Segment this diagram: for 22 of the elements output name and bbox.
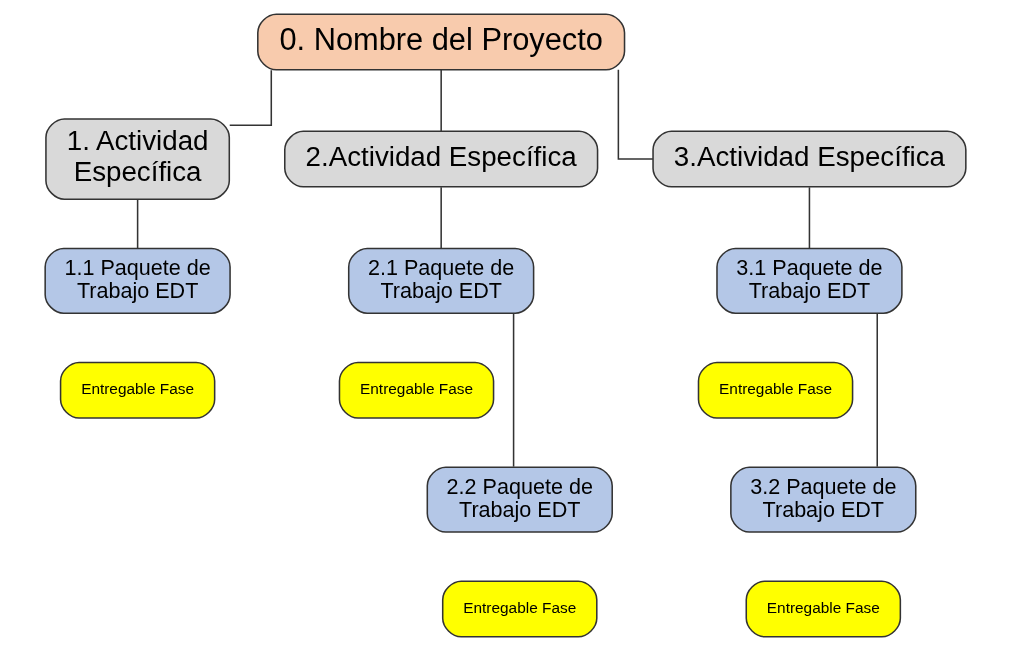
node-box: 2.Actividad Específica [284,130,599,188]
node-box: Entregable Fase [59,361,216,419]
connector [512,312,515,468]
connector [617,68,654,160]
connector [228,69,273,126]
node-box: 3.1 Paquete de Trabajo EDT [716,247,903,314]
connector [440,68,442,132]
node-box: 1.1 Paquete de Trabajo EDT [44,247,231,314]
node-box: 2.1 Paquete de Trabajo EDT [347,247,535,314]
node-box: Entregable Fase [745,580,902,638]
connector [808,186,811,250]
node-box: Entregable Fase [338,361,495,419]
node-box: 1. Actividad Específica [45,118,231,200]
connector [136,198,139,249]
connector [876,312,878,468]
node-box: Entregable Fase [441,580,598,638]
node-box: Entregable Fase [697,361,854,419]
node-box: 3.2 Paquete de Trabajo EDT [730,466,917,533]
node-box: 2.2 Paquete de Trabajo EDT [426,466,613,533]
node-box: 3.Actividad Específica [652,130,967,188]
connector [440,186,442,250]
node-box: 0. Nombre del Proyecto [257,13,626,71]
